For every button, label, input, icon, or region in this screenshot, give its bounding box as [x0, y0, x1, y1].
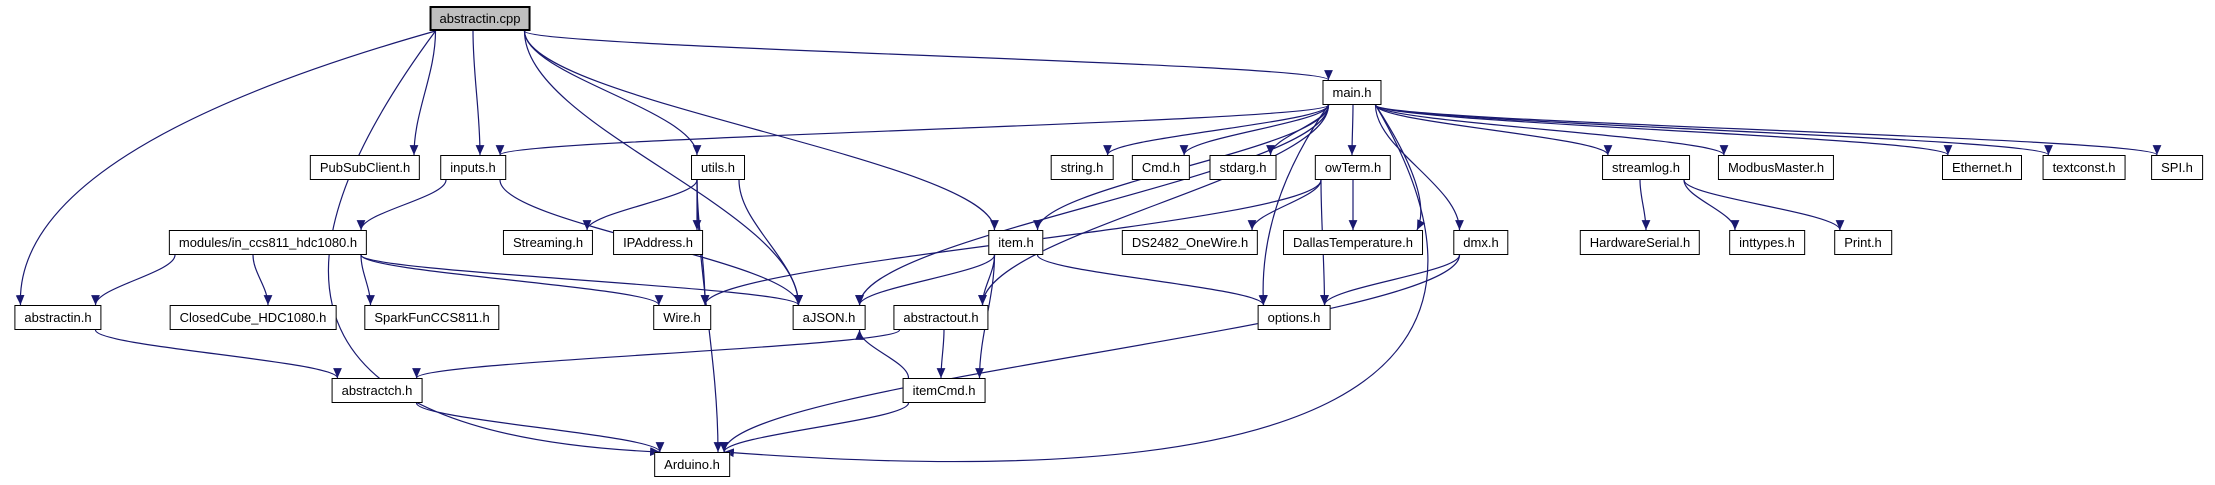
edge-main-h-to-inputs-h — [496, 104, 1330, 156]
node-ipaddress-h[interactable]: IPAddress.h — [613, 230, 703, 255]
edge-abstractin-cpp-to-arduino-h — [328, 30, 661, 456]
edge-abstractin-h-to-abstractch-h — [94, 329, 342, 379]
node-dmx-h[interactable]: dmx.h — [1453, 230, 1509, 255]
node-owterm-h[interactable]: owTerm.h — [1314, 155, 1392, 180]
edge-modules-in-ccs811-hdc1080-h-to-ajson-h — [360, 254, 803, 306]
node-string-h[interactable]: string.h — [1050, 155, 1114, 180]
edge-streamlog-h-to-print-h — [1683, 179, 1845, 231]
edge-main-h-to-cmd-h — [1179, 104, 1330, 156]
node-streaming-h[interactable]: Streaming.h — [502, 230, 594, 255]
node-wire-h[interactable]: Wire.h — [653, 305, 711, 330]
node-closedcube-hdc1080-h[interactable]: ClosedCube_HDC1080.h — [169, 305, 337, 330]
edge-abstractin-cpp-to-ajson-h — [523, 30, 803, 306]
edge-modules-in-ccs811-hdc1080-h-to-wire-h — [360, 254, 664, 306]
edge-abstractout-h-to-abstractch-h — [412, 329, 901, 379]
node-abstractout-h[interactable]: abstractout.h — [893, 305, 989, 330]
node-ajson-h[interactable]: aJSON.h — [792, 305, 866, 330]
node-hardwareserial-h[interactable]: HardwareSerial.h — [1579, 230, 1701, 255]
edge-main-h-to-abstractout-h — [978, 104, 1330, 306]
edge-main-h-to-modbusmaster-h — [1374, 104, 1729, 156]
node-spi-h[interactable]: SPI.h — [2151, 155, 2203, 180]
edge-main-h-to-owterm-h — [1347, 104, 1357, 156]
edge-abstractin-cpp-to-pubsubclient-h — [409, 30, 437, 156]
node-inputs-h[interactable]: inputs.h — [440, 155, 506, 180]
node-inttypes-h[interactable]: inttypes.h — [1729, 230, 1805, 255]
edge-modules-in-ccs811-hdc1080-h-to-sparkfunccs811-h — [360, 254, 375, 306]
node-abstractch-h[interactable]: abstractch.h — [331, 378, 423, 403]
node-sparkfunccs811-h[interactable]: SparkFunCCS811.h — [364, 305, 500, 330]
edge-dmx-h-to-arduino-h — [719, 254, 1461, 453]
edge-main-h-to-streamlog-h — [1374, 104, 1613, 156]
node-print-h[interactable]: Print.h — [1834, 230, 1892, 255]
edge-main-h-to-options-h — [1258, 104, 1329, 306]
edge-main-h-to-arduino-h — [723, 104, 1429, 463]
edge-abstractout-h-to-itemcmd-h — [936, 329, 946, 379]
edge-modules-in-ccs811-hdc1080-h-to-abstractin-h — [91, 254, 176, 306]
node-modules-in-ccs811-hdc1080-h[interactable]: modules/in_ccs811_hdc1080.h — [168, 230, 368, 255]
edge-main-h-to-dmx-h — [1374, 104, 1464, 231]
node-ds2482-onewire-h[interactable]: DS2482_OneWire.h — [1121, 230, 1259, 255]
edge-main-h-to-string-h — [1103, 104, 1330, 156]
node-modbusmaster-h[interactable]: ModbusMaster.h — [1717, 155, 1835, 180]
edge-streamlog-h-to-hardwareserial-h — [1639, 179, 1651, 231]
edge-abstractin-cpp-to-inputs-h — [472, 30, 485, 156]
edge-abstractin-cpp-to-item-h — [523, 30, 999, 231]
edge-utils-h-to-streaming-h — [582, 179, 698, 231]
node-cmd-h[interactable]: Cmd.h — [1131, 155, 1191, 180]
edge-modules-in-ccs811-hdc1080-h-to-closedcube-hdc1080-h — [252, 254, 273, 306]
edge-main-h-to-textconst-h — [1374, 104, 2053, 156]
node-dallastemperature-h[interactable]: DallasTemperature.h — [1283, 230, 1423, 255]
edge-main-h-to-ethernet-h — [1374, 104, 1953, 156]
edge-utils-h-to-ajson-h — [738, 179, 803, 306]
node-abstractin-cpp[interactable]: abstractin.cpp — [429, 6, 531, 31]
edge-inputs-h-to-modules-in-ccs811-hdc1080-h — [356, 179, 447, 231]
node-itemcmd-h[interactable]: itemCmd.h — [902, 378, 986, 403]
edge-item-h-to-ajson-h — [855, 254, 996, 306]
node-utils-h[interactable]: utils.h — [691, 155, 745, 180]
edge-main-h-to-spi-h — [1374, 104, 2161, 156]
edge-owterm-h-to-ds2482-onewire-h — [1247, 179, 1322, 231]
edge-item-h-to-options-h — [1036, 254, 1268, 306]
edge-abstractin-cpp-to-utils-h — [523, 30, 702, 156]
edge-main-h-to-dallastemperature-h — [1374, 104, 1426, 231]
node-main-h[interactable]: main.h — [1322, 80, 1382, 105]
node-item-h[interactable]: item.h — [988, 230, 1044, 255]
node-ethernet-h[interactable]: Ethernet.h — [1942, 155, 2022, 180]
edge-main-h-to-ajson-h — [855, 104, 1330, 306]
edge-itemcmd-h-to-arduino-h — [719, 402, 910, 453]
edge-abstractin-cpp-to-abstractin-h — [15, 30, 436, 306]
node-options-h[interactable]: options.h — [1257, 305, 1331, 330]
node-textconst-h[interactable]: textconst.h — [2042, 155, 2126, 180]
edge-abstractch-h-to-arduino-h — [415, 402, 665, 453]
node-abstractin-h[interactable]: abstractin.h — [14, 305, 102, 330]
edge-abstractin-cpp-to-main-h — [523, 30, 1333, 81]
edge-streamlog-h-to-inttypes-h — [1683, 179, 1740, 231]
node-arduino-h[interactable]: Arduino.h — [654, 452, 730, 477]
node-streamlog-h[interactable]: streamlog.h — [1602, 155, 1690, 180]
node-pubsubclient-h[interactable]: PubSubClient.h — [309, 155, 421, 180]
edge-dmx-h-to-options-h — [1320, 254, 1461, 306]
edge-itemcmd-h-to-ajson-h — [855, 329, 910, 379]
node-stdarg-h[interactable]: stdarg.h — [1209, 155, 1277, 180]
